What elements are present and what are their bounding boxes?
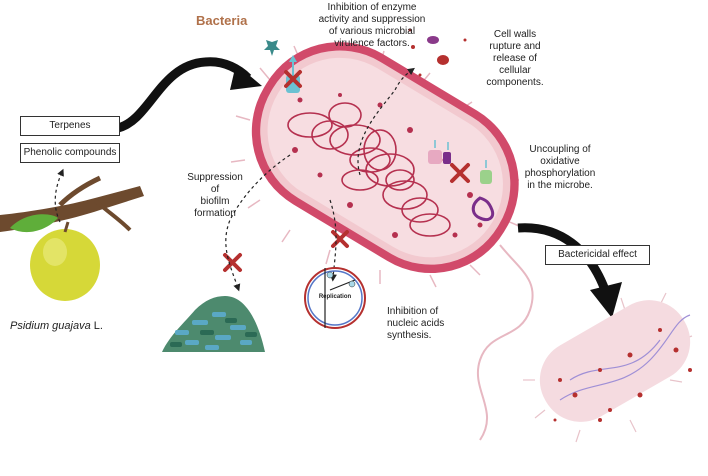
diagram-title: Bacteria	[196, 13, 248, 28]
inhibition-marks	[223, 70, 470, 272]
plant-to-compounds-arrow	[54, 168, 64, 223]
electron-transport-chain-icon	[428, 140, 492, 184]
biofilm-icon	[162, 296, 265, 352]
flagella	[230, 41, 534, 441]
replication-plasmid-icon	[304, 267, 366, 329]
dna-tangle	[287, 102, 451, 237]
guava-plant-icon	[0, 175, 144, 301]
replication-label: Replication	[318, 294, 352, 300]
plasmid-icon	[471, 196, 495, 222]
dead-bacterium-icon	[523, 292, 693, 443]
terpenes-box: Terpenes	[20, 116, 120, 136]
phenolic-compounds-box: Phenolic compounds	[20, 143, 120, 163]
membrane-protein-icon	[264, 38, 300, 93]
bacterium-cell	[251, 42, 519, 274]
compounds-to-bacteria-arrow	[116, 57, 252, 133]
species-label: Psidium guajava L.	[10, 320, 103, 332]
released-components	[408, 28, 467, 77]
ribosome-dots	[292, 93, 483, 238]
bactericidal-arrow	[517, 223, 610, 292]
bactericidal-effect-box: Bactericidal effect	[545, 245, 650, 265]
